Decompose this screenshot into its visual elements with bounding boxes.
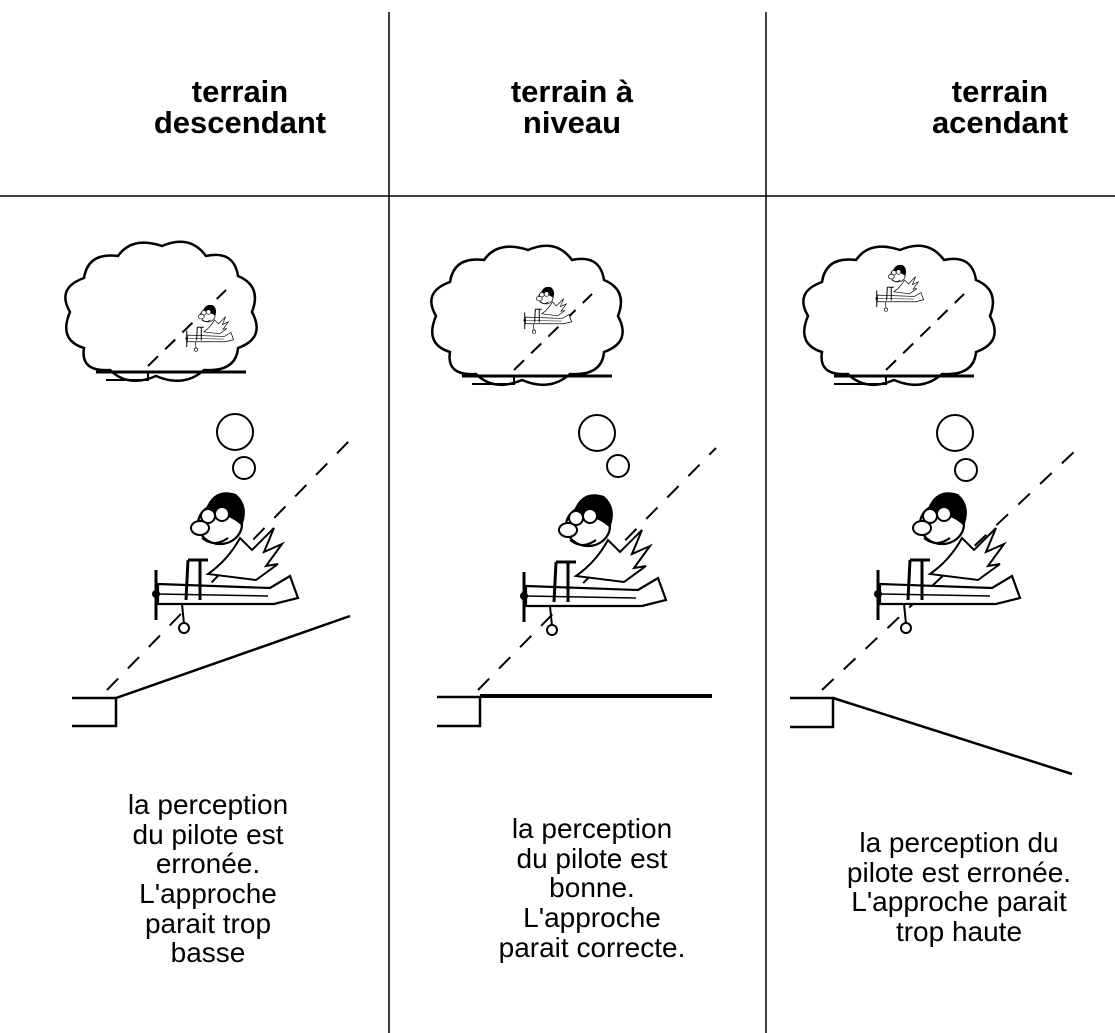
scene-niveau xyxy=(430,244,717,728)
header-terrain-acendant: terrain acendant xyxy=(931,74,1069,140)
caption-acendant: la perception du pilote est erronée. L'a… xyxy=(846,827,1072,948)
runway-icon xyxy=(790,696,1073,776)
thought-cloud-icon xyxy=(430,244,624,387)
scene-acendant xyxy=(790,244,1077,776)
header-terrain-descendant: terrain descendant xyxy=(153,74,327,140)
pilot-airplane-icon xyxy=(150,490,300,635)
caption-descendant: la perception du pilote est erronée. L'a… xyxy=(127,789,289,969)
caption-niveau: la perception du pilote est bonne. L'app… xyxy=(498,813,686,963)
table-grid xyxy=(0,12,1115,1033)
runway-icon xyxy=(72,614,351,728)
runway-icon xyxy=(437,694,712,728)
thought-cloud-icon xyxy=(802,244,996,387)
scene-descendant xyxy=(64,240,351,728)
header-terrain-niveau: terrain à niveau xyxy=(510,74,634,140)
pilot-airplane-icon xyxy=(872,490,1022,635)
thought-cloud-icon xyxy=(64,240,258,383)
pilot-airplane-icon xyxy=(518,492,668,637)
sight-line-icon xyxy=(477,447,717,691)
